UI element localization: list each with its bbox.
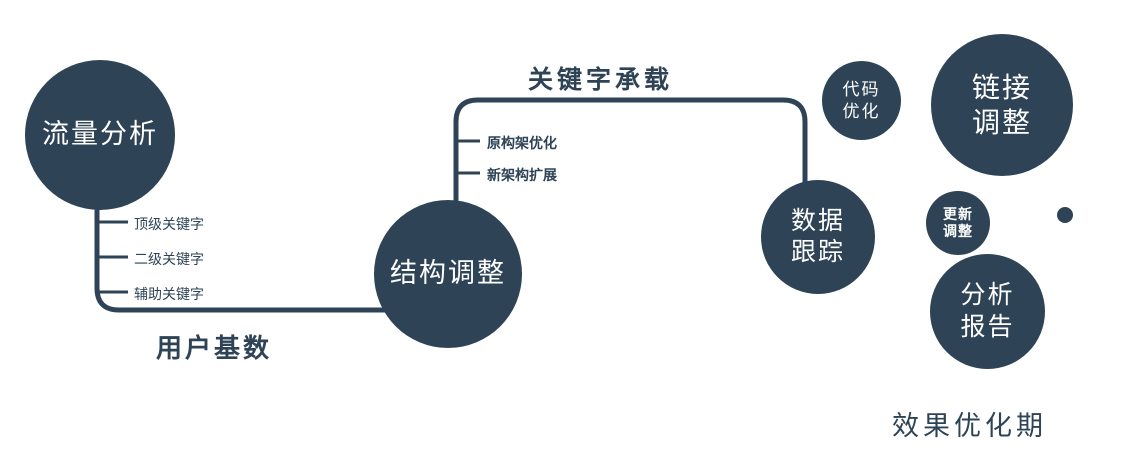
node-analysis-report: 分析 报告 [930,254,1045,369]
node-update-adjustment-line1: 更新 [943,205,973,222]
node-code-optimization-line2: 优化 [842,101,881,121]
node-analysis-report-line2: 报告 [960,312,1015,341]
node-data-tracking: 数据 跟踪 [761,180,875,294]
node-link-adjustment-line2: 调整 [971,107,1032,138]
branch-label-top-keyword: 顶级关键字 [134,216,204,232]
branch-label-second-keyword: 二级关键字 [134,251,204,267]
footer-phase-label: 效果优化期 [892,411,1047,441]
dot-marker [1057,207,1073,223]
node-code-optimization-line1: 代码 [842,80,881,100]
node-traffic-analysis-label: 流量分析 [42,119,158,150]
node-update-adjustment-line2: 调整 [943,223,973,239]
node-analysis-report-line1: 分析 [960,281,1015,310]
edge-traffic-to-structure [94,185,388,313]
node-data-tracking-line1: 数据 [790,206,845,235]
node-data-tracking-line2: 跟踪 [790,238,845,266]
branch-label-aux-keyword: 辅助关键字 [134,286,204,302]
node-code-optimization: 代码 优化 [822,61,901,140]
edge-label-user-base: 用户基数 [156,333,273,363]
node-structure-adjustment-label: 结构调整 [390,258,506,289]
node-update-adjustment: 更新 调整 [926,191,990,255]
node-structure-adjustment: 结构调整 [374,200,522,348]
edge-structure-to-tracking [453,97,808,215]
node-link-adjustment: 链接 调整 [931,34,1073,176]
node-traffic-analysis: 流量分析 [25,60,175,210]
branch-label-new-arch-expansion: 新架构扩展 [487,167,557,183]
edge-label-keyword-load: 关键字承载 [528,66,674,94]
branch-label-original-arch-optimization: 原构架优化 [487,135,557,151]
node-link-adjustment-line1: 链接 [971,72,1032,103]
